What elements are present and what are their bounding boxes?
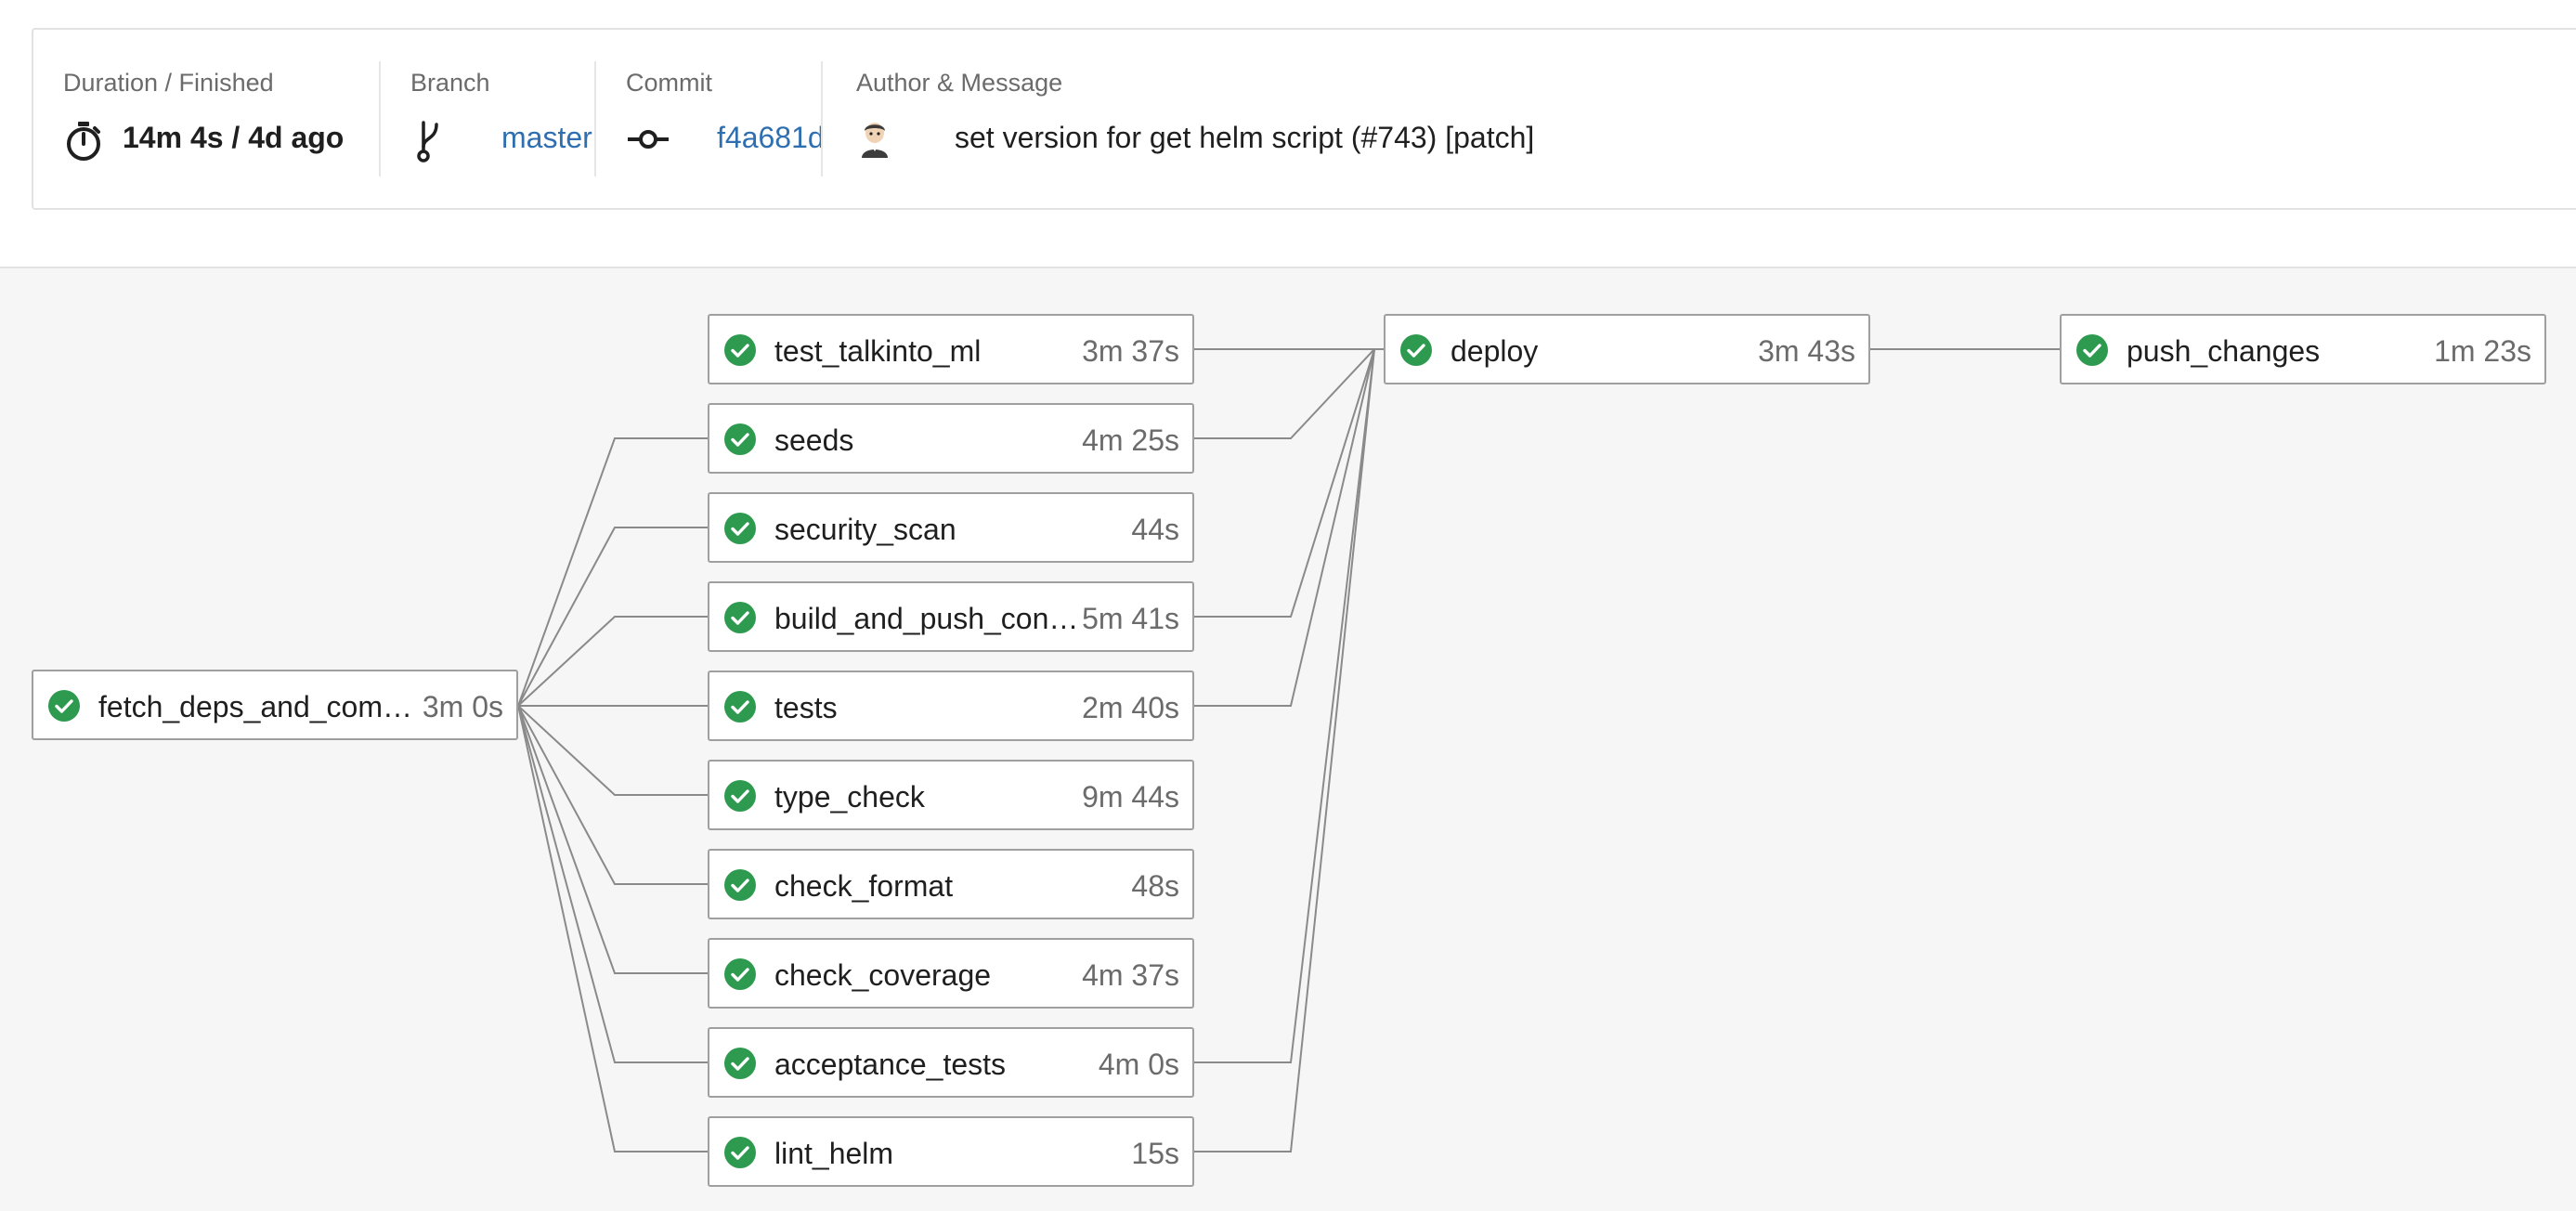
check-circle-icon <box>724 1048 756 1079</box>
job-duration: 3m 43s <box>1758 334 1855 368</box>
stopwatch-icon <box>67 122 100 161</box>
job-lint-helm[interactable]: lint_helm 15s <box>708 1116 1194 1187</box>
edge-fetch-to-job <box>517 705 708 796</box>
job-name: fetch_deps_and_compile <box>98 690 425 723</box>
job-duration: 9m 44s <box>1082 780 1179 814</box>
check-circle-icon <box>724 780 756 812</box>
check-circle-icon <box>48 690 80 722</box>
check-circle-icon <box>724 334 756 366</box>
pipeline-edges <box>517 348 2060 1152</box>
job-fetch-deps-and-compile[interactable]: fetch_deps_and_compile 3m 0s <box>32 670 518 740</box>
job-duration: 2m 40s <box>1082 691 1179 724</box>
job-security-scan[interactable]: security_scan 44s <box>708 492 1194 563</box>
job-name: deploy <box>1451 334 1539 368</box>
branch-label: Branch <box>410 69 490 97</box>
job-name: acceptance_tests <box>774 1048 1007 1081</box>
pipeline-summary: Duration / Finished 14m 4s / 4d ago Bran… <box>0 0 2576 268</box>
branch-section: Branch master <box>381 30 594 208</box>
job-name: security_scan <box>774 513 956 546</box>
job-test-talkinto-ml[interactable]: test_talkinto_ml 3m 37s <box>708 314 1194 384</box>
job-name: type_check <box>774 780 925 814</box>
job-duration: 48s <box>1131 869 1179 903</box>
job-name: tests <box>774 691 838 724</box>
check-circle-icon <box>724 1137 756 1168</box>
check-circle-icon <box>724 691 756 723</box>
job-push-changes[interactable]: push_changes 1m 23s <box>2060 314 2546 384</box>
job-check-coverage[interactable]: check_coverage 4m 37s <box>708 938 1194 1009</box>
job-acceptance-tests[interactable]: acceptance_tests 4m 0s <box>708 1027 1194 1098</box>
commit-section: Commit f4a681d <box>596 30 825 208</box>
duration-section: Duration / Finished 14m 4s / 4d ago <box>33 30 379 208</box>
author-label: Author & Message <box>856 69 1063 97</box>
edge-fetch-to-job <box>517 705 708 974</box>
edge-fetch-to-job <box>517 437 708 707</box>
edge-fetch-to-job <box>517 705 708 885</box>
edge-fetch-to-job <box>517 527 708 707</box>
author-section: Author & Message set version for get hel… <box>823 30 1844 208</box>
job-tests[interactable]: tests 2m 40s <box>708 671 1194 741</box>
edge-fetch-to-job <box>517 705 708 1063</box>
pipeline-graph: fetch_deps_and_compile 3m 0s test_talkin… <box>0 268 2576 1211</box>
check-circle-icon <box>724 869 756 901</box>
job-name: check_format <box>774 869 954 903</box>
check-circle-icon <box>724 513 756 544</box>
divider <box>821 61 823 176</box>
check-circle-icon <box>2076 334 2108 366</box>
job-name: lint_helm <box>774 1137 894 1170</box>
check-circle-icon <box>724 958 756 990</box>
commit-label: Commit <box>626 69 712 97</box>
duration-value: 14m 4s / 4d ago <box>123 121 345 154</box>
duration-label: Duration / Finished <box>63 69 274 97</box>
git-branch-icon <box>417 121 438 163</box>
job-type-check[interactable]: type_check 9m 44s <box>708 760 1194 830</box>
commit-link[interactable]: f4a681d <box>717 121 825 154</box>
edge-job-to-deploy <box>1194 348 1384 618</box>
job-duration: 3m 37s <box>1082 334 1179 368</box>
edge-job-to-deploy <box>1194 348 1384 439</box>
job-name: check_coverage <box>774 958 992 992</box>
author-avatar[interactable] <box>858 121 891 158</box>
job-name: build_and_push_containers <box>774 602 1086 635</box>
check-circle-icon <box>724 602 756 633</box>
job-build-and-push-containers[interactable]: build_and_push_containers 5m 41s <box>708 581 1194 652</box>
edge-fetch-to-job <box>517 616 708 707</box>
job-name: push_changes <box>2127 334 2321 368</box>
branch-link[interactable]: master <box>501 121 592 154</box>
commit-message: set version for get helm script (#743) [… <box>955 121 1535 154</box>
check-circle-icon <box>724 423 756 455</box>
edge-fetch-to-job <box>517 705 708 1152</box>
job-duration: 1m 23s <box>2434 334 2531 368</box>
divider <box>379 61 381 176</box>
job-name: test_talkinto_ml <box>774 334 982 368</box>
job-duration: 3m 0s <box>422 690 503 723</box>
job-duration: 15s <box>1131 1137 1179 1170</box>
job-duration: 4m 37s <box>1082 958 1179 992</box>
edge-job-to-deploy <box>1194 348 1384 1152</box>
job-duration: 4m 25s <box>1082 423 1179 457</box>
job-name: seeds <box>774 423 854 457</box>
pipeline-info-card: Duration / Finished 14m 4s / 4d ago Bran… <box>32 28 2576 210</box>
divider <box>594 61 596 176</box>
job-duration: 44s <box>1131 513 1179 546</box>
job-duration: 5m 41s <box>1082 602 1179 635</box>
check-circle-icon <box>1400 334 1432 366</box>
job-check-format[interactable]: check_format 48s <box>708 849 1194 919</box>
git-commit-icon <box>628 130 669 149</box>
job-duration: 4m 0s <box>1098 1048 1179 1081</box>
job-seeds[interactable]: seeds 4m 25s <box>708 403 1194 474</box>
job-deploy[interactable]: deploy 3m 43s <box>1384 314 1870 384</box>
